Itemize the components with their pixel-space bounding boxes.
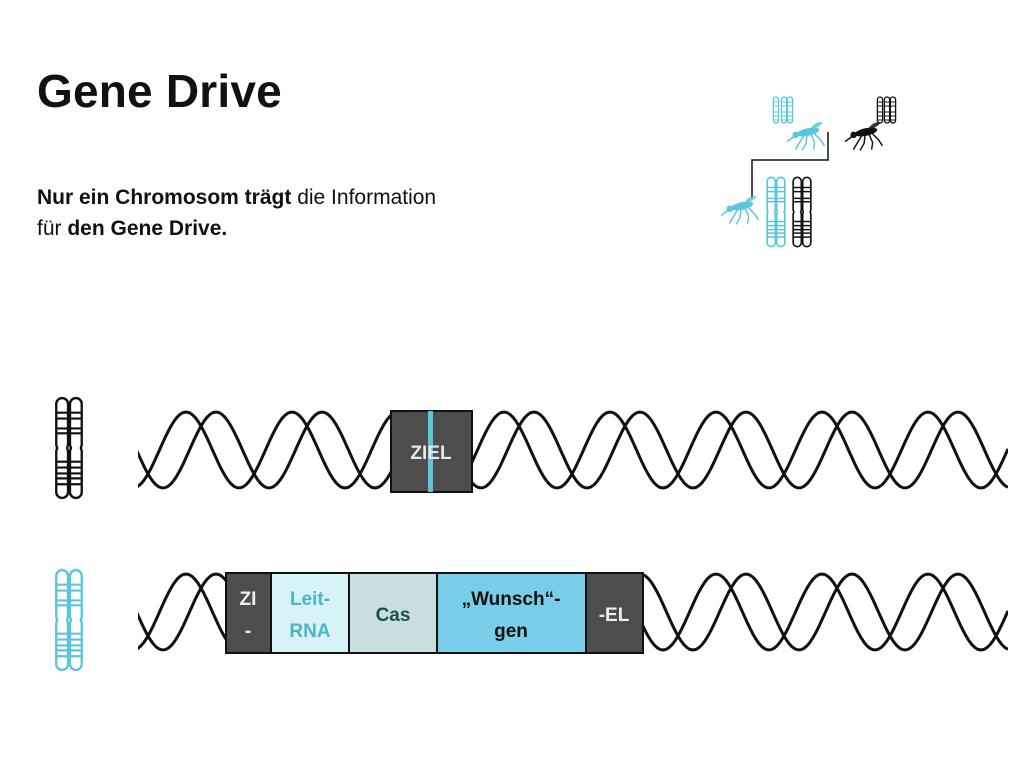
segment-zi-line1: ZI — [240, 589, 257, 610]
offspring-chromosome-icon — [767, 177, 785, 246]
offspring-chromosome-icon — [793, 177, 811, 246]
segment-zi-line2: - — [245, 621, 251, 642]
target-site-box: ZIEL — [390, 410, 473, 493]
segment-cas-label: Cas — [376, 605, 411, 626]
slide-title: Gene Drive — [37, 65, 282, 117]
chromosome-icon — [56, 398, 81, 498]
mosquito-icon — [844, 121, 883, 151]
target-label: ZIEL — [410, 443, 452, 464]
mosquito-icon — [786, 121, 825, 151]
parent-chromosome-icon — [772, 96, 794, 124]
segment-el — [585, 572, 644, 654]
segment-wunschgen-line1: „Wunsch“- — [462, 589, 561, 610]
segment-leit-rna-line2: RNA — [289, 621, 330, 642]
subtitle-text-1: die Information — [291, 186, 437, 209]
segment-leit-rna-line1: Leit- — [290, 589, 330, 610]
dna-strand-top-a — [138, 410, 1008, 490]
segment-el-label: -EL — [599, 605, 630, 626]
segment-wunschgen-line2: gen — [494, 621, 528, 642]
slide-subtitle: Nur ein Chromosom trägt die Information … — [37, 182, 537, 244]
subtitle-bold-1: Nur ein Chromosom trägt — [37, 186, 292, 209]
mosquito-icon — [720, 195, 759, 225]
dna-strand-top-b — [138, 410, 1008, 490]
subtitle-bold-2: den Gene Drive. — [67, 217, 228, 240]
cut-site-marker — [428, 411, 433, 492]
chromosome-icon-cyan — [56, 570, 81, 670]
pedigree — [720, 96, 897, 247]
pedigree-line-icon — [751, 132, 829, 198]
parent-chromosome-icon — [876, 96, 897, 124]
subtitle-text-2: für — [37, 217, 68, 240]
gene-drive-cassette: ZI - Leit- RNA Cas „Wunsch“- gen -EL — [225, 572, 644, 654]
